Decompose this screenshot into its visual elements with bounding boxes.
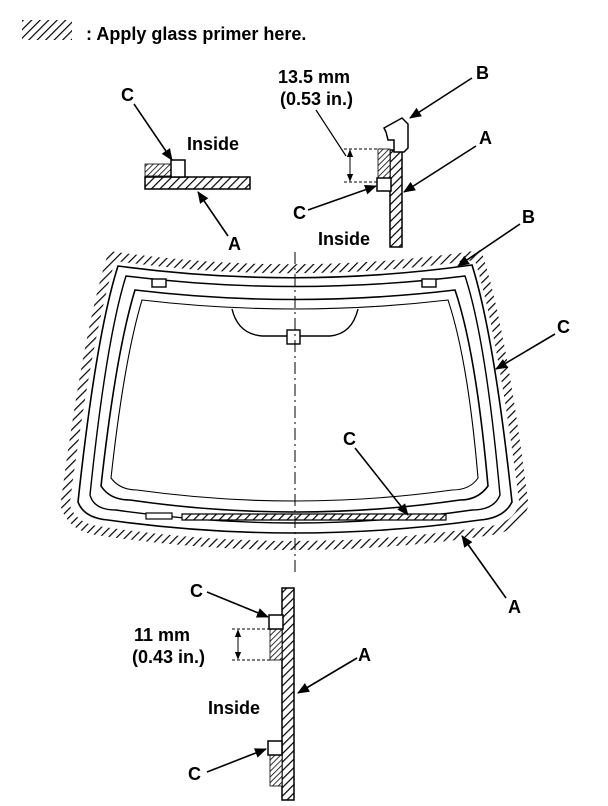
leader-b: [457, 223, 521, 267]
mirror-bracket: [286, 329, 301, 345]
label-c: C: [293, 203, 306, 223]
leader-c: [495, 333, 556, 370]
leader-a: [403, 145, 477, 193]
edge-line-inner: [77, 264, 513, 534]
label-c-inner: C: [343, 429, 356, 449]
leader-c-top: [206, 591, 269, 618]
leader-a: [461, 535, 507, 599]
block-c: [376, 177, 392, 192]
label-a: A: [358, 645, 371, 665]
label-b: B: [522, 207, 535, 227]
label-a: A: [228, 234, 241, 254]
leader-a: [197, 191, 229, 237]
section-top-left: C Inside A: [121, 85, 251, 254]
glass-section: [389, 149, 403, 248]
leader-a: [297, 657, 358, 694]
windshield: B C C A: [60, 207, 570, 617]
leader-c: [133, 103, 173, 161]
inside-label: Inside: [318, 229, 370, 249]
view-area-border: [110, 299, 479, 502]
leader-c-bottom: [206, 748, 267, 773]
leader-c-inner: [354, 447, 409, 516]
leader-c: [307, 184, 377, 211]
dim-mm: 13.5 mm: [278, 67, 350, 87]
bottom-clip: [145, 512, 173, 520]
block-c-bottom: [267, 740, 283, 756]
label-c-top: C: [190, 581, 203, 601]
bottom-primer-strip: [181, 513, 447, 521]
primer-area-top: [269, 627, 283, 661]
label-c: C: [557, 317, 570, 337]
top-clip-right: [421, 278, 437, 288]
section-top-right: 13.5 mm (0.53 in.) B A C Inside: [278, 63, 492, 249]
dim-in: (0.53 in.): [280, 89, 353, 109]
primer-band: [60, 249, 529, 550]
label-c: C: [121, 85, 134, 105]
label-a: A: [508, 597, 521, 617]
label-c-bottom: C: [188, 764, 201, 784]
leader-b: [409, 77, 473, 119]
inside-label: Inside: [187, 134, 239, 154]
primer-area-bottom: [269, 751, 283, 787]
legend-text: : Apply glass primer here.: [86, 24, 306, 44]
dim-leader: [315, 109, 347, 157]
inside-label: Inside: [208, 698, 260, 718]
top-clip-left: [151, 278, 167, 288]
dim-mm: 11 mm: [134, 625, 190, 645]
block-c: [170, 159, 186, 178]
label-b: B: [476, 63, 489, 83]
glass-section: [281, 587, 295, 801]
molding-track: [89, 275, 501, 524]
dim-in: (0.43 in.): [132, 647, 205, 667]
hatch-swatch: [22, 20, 72, 40]
legend: : Apply glass primer here.: [22, 20, 306, 44]
label-a: A: [479, 128, 492, 148]
molding-b: [383, 117, 409, 153]
block-c-top: [268, 614, 284, 630]
section-bottom: 11 mm (0.43 in.) C A Inside C: [132, 581, 371, 801]
primer-area: [377, 148, 391, 180]
ceramic-border: [100, 289, 489, 513]
glass-section: [144, 176, 251, 190]
